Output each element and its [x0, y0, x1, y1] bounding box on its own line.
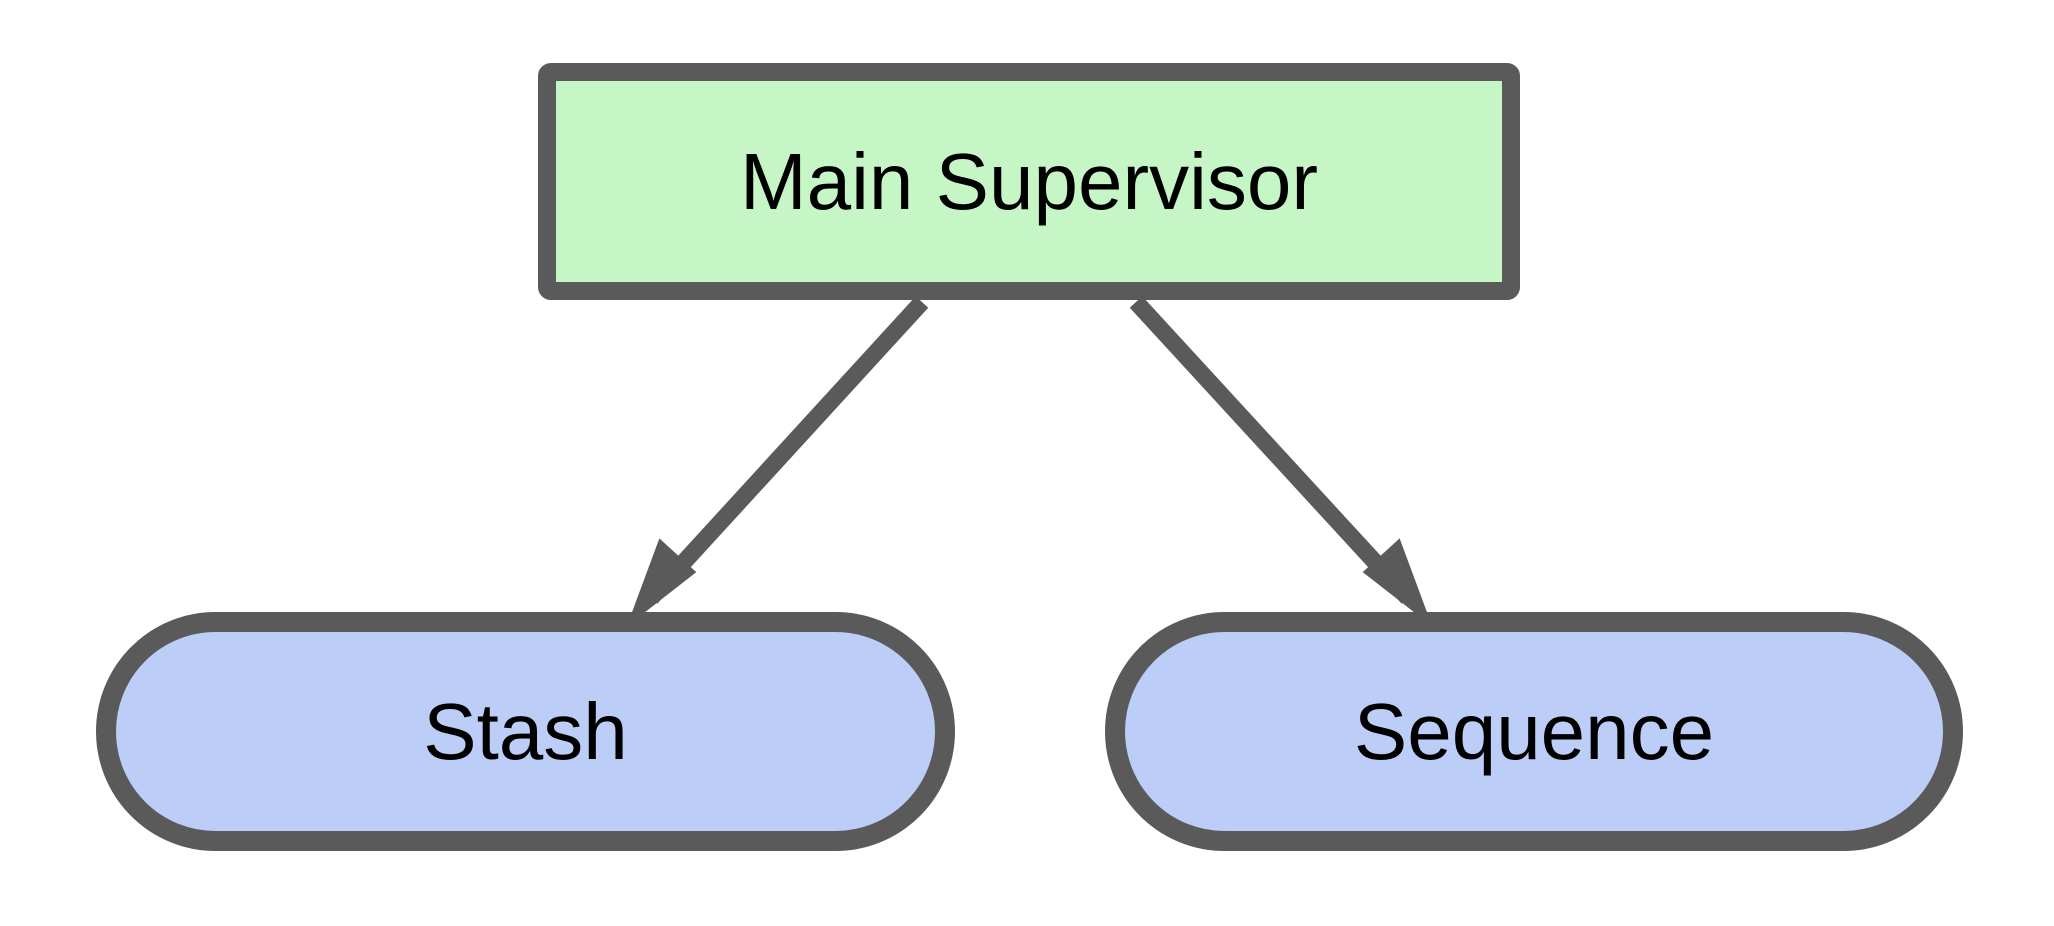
- node-stash[interactable]: [96, 612, 955, 851]
- arrowhead-icon: [626, 538, 697, 627]
- edge-line: [1129, 296, 1415, 604]
- node-shape-stadium: [1105, 612, 1963, 851]
- node-shape-stadium: [96, 612, 955, 851]
- edge-main-supervisor-to-sequence[interactable]: [1129, 296, 1433, 627]
- arrowhead-icon: [1362, 538, 1433, 627]
- edge-line: [644, 296, 929, 604]
- node-shape-rectangle: [538, 63, 1520, 300]
- node-sequence[interactable]: [1105, 612, 1963, 851]
- node-main-supervisor[interactable]: [538, 63, 1520, 300]
- edge-main-supervisor-to-stash[interactable]: [626, 296, 929, 627]
